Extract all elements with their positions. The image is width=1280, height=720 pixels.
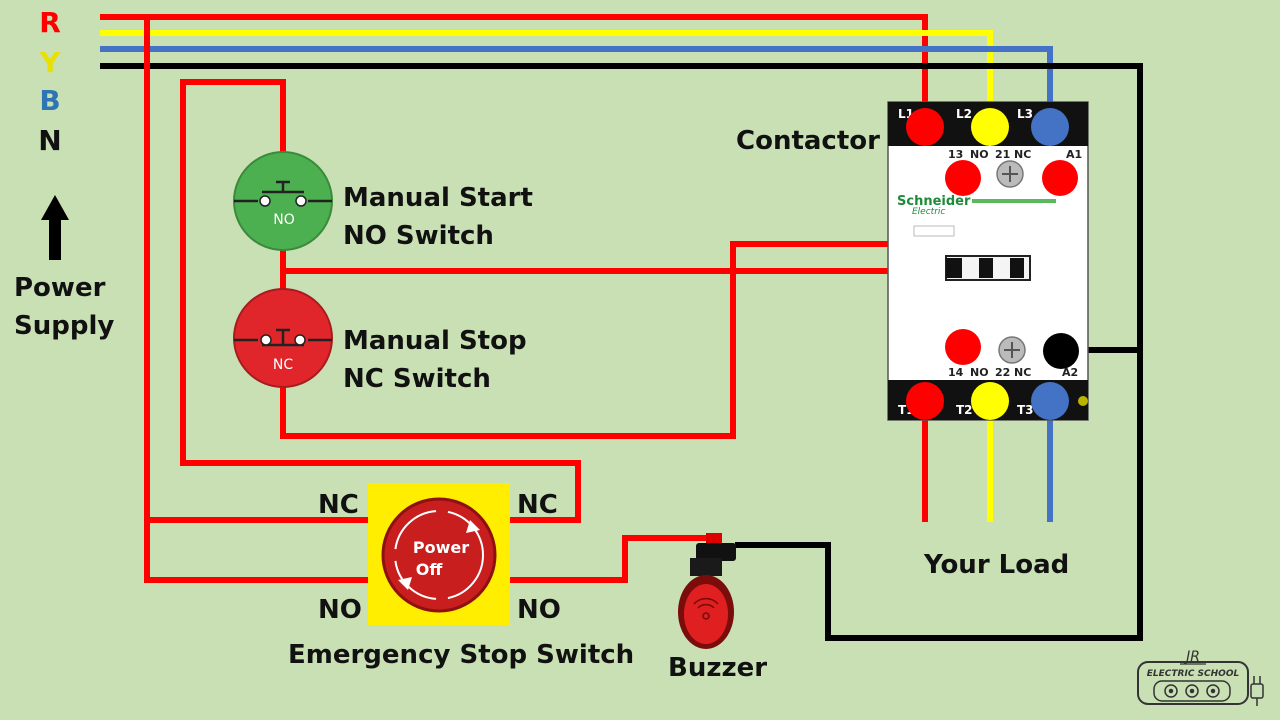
plug-icon bbox=[1250, 676, 1264, 706]
wire-r-supply bbox=[100, 14, 928, 120]
terminal-13 bbox=[945, 160, 981, 196]
terminal-14 bbox=[945, 329, 981, 365]
stop-label-line2: NC Switch bbox=[343, 364, 491, 394]
supply-labels: R Y B N Power Supply bbox=[14, 6, 114, 341]
contact-dot-icon bbox=[294, 334, 306, 346]
contactor: Contactor L1 L2 L3 13 NO 21 NC A1 Schnei… bbox=[736, 101, 1089, 421]
contact-dot-icon bbox=[259, 195, 271, 207]
screw-icon bbox=[996, 160, 1024, 188]
estop-nc-right: NC bbox=[517, 490, 558, 520]
supply-r-label: R bbox=[39, 6, 61, 39]
rotate-arrow-icon bbox=[394, 510, 484, 600]
start-label-line1: Manual Start bbox=[343, 183, 533, 213]
estop-button-line2: Off bbox=[416, 560, 444, 579]
contactor-label-plate bbox=[913, 225, 955, 237]
aux-bottom-14: 14 bbox=[948, 366, 964, 379]
power-supply-line1: Power bbox=[14, 273, 106, 303]
contact-dot-icon bbox=[260, 334, 272, 346]
stop-badge: NC bbox=[273, 357, 293, 373]
aux-top-a1: A1 bbox=[1066, 148, 1082, 161]
buzzer-label: Buzzer bbox=[668, 653, 767, 683]
terminal-l2 bbox=[971, 108, 1009, 146]
power-supply-line2: Supply bbox=[14, 311, 114, 341]
supply-b-label: B bbox=[39, 84, 60, 117]
contactor-t2: T2 bbox=[956, 403, 973, 417]
wire-b-supply bbox=[100, 46, 1053, 120]
aux-bottom-nc: NC bbox=[1014, 366, 1031, 379]
estop-label: Emergency Stop Switch bbox=[288, 640, 634, 670]
supply-y-label: Y bbox=[39, 46, 61, 79]
buzzer-lens bbox=[684, 584, 728, 644]
emergency-stop-switch: Power Off NC NC NO NO Emergency Stop Swi… bbox=[288, 483, 634, 670]
wire-n-supply bbox=[100, 63, 1143, 641]
aux-top-21: 21 bbox=[995, 148, 1010, 161]
estop-no-right: NO bbox=[517, 595, 561, 625]
brand-sub: Electric bbox=[912, 207, 945, 217]
stop-label-line1: Manual Stop bbox=[343, 326, 527, 356]
screw-icon bbox=[998, 336, 1026, 364]
aux-bottom-no: NO bbox=[970, 366, 989, 379]
estop-no-left: NO bbox=[318, 595, 362, 625]
estop-button-line1: Power bbox=[413, 538, 469, 557]
start-label-line2: NO Switch bbox=[343, 221, 494, 251]
wire-y-supply bbox=[100, 30, 993, 120]
wire-estop-nc-to-start bbox=[180, 79, 581, 523]
manual-stop-switch: NC Manual Stop NC Switch bbox=[233, 288, 527, 394]
contact-dot-icon bbox=[295, 195, 307, 207]
buzzer-cap bbox=[696, 543, 736, 561]
wire-estop-no-to-buzzer bbox=[510, 535, 712, 583]
terminal-a1 bbox=[1042, 160, 1078, 196]
estop-nc-left: NC bbox=[318, 490, 359, 520]
push-button-symbol-icon bbox=[234, 180, 332, 203]
sound-wave-icon bbox=[693, 597, 719, 620]
terminal-l3 bbox=[1031, 108, 1069, 146]
contactor-title: Contactor bbox=[736, 126, 880, 156]
contactor-indicator-window bbox=[945, 255, 1031, 281]
contactor-t3: T3 bbox=[1017, 403, 1034, 417]
terminal-ground bbox=[1078, 396, 1088, 406]
manual-start-switch: NO Manual Start NO Switch bbox=[233, 151, 533, 251]
arrow-up-icon bbox=[41, 195, 69, 260]
supply-n-label: N bbox=[38, 124, 61, 157]
start-badge: NO bbox=[273, 212, 295, 228]
brand-name: Schneider bbox=[897, 194, 971, 209]
aux-bottom-22: 22 bbox=[995, 366, 1010, 379]
aux-top-13: 13 bbox=[948, 148, 963, 161]
push-button-symbol-icon bbox=[234, 328, 332, 347]
wire-r-to-estop-no bbox=[144, 520, 368, 583]
socket-icon bbox=[1153, 680, 1231, 702]
terminal-a2 bbox=[1043, 333, 1079, 369]
aux-bottom-a2: A2 bbox=[1062, 366, 1078, 379]
brand-stripe bbox=[972, 199, 1056, 203]
terminal-t1 bbox=[906, 382, 944, 420]
aux-top-nc: NC bbox=[1014, 148, 1031, 161]
terminal-l1 bbox=[906, 108, 944, 146]
buzzer: Buzzer bbox=[668, 533, 767, 683]
arrow-head-icon bbox=[398, 577, 412, 590]
load-label: Your Load bbox=[923, 550, 1069, 580]
estop-button bbox=[381, 497, 497, 613]
buzzer-terminal bbox=[706, 533, 722, 543]
buzzer-neck bbox=[690, 558, 722, 576]
contactor-l2: L2 bbox=[956, 107, 972, 121]
aux-top-no: NO bbox=[970, 148, 989, 161]
electric-school-logo: JR ELECTRIC SCHOOL bbox=[1137, 649, 1264, 706]
terminal-t2 bbox=[971, 382, 1009, 420]
arrow-head-icon bbox=[466, 520, 480, 533]
logo-frame bbox=[1137, 661, 1249, 705]
contactor-l3: L3 bbox=[1017, 107, 1033, 121]
terminal-t3 bbox=[1031, 382, 1069, 420]
logo-text: ELECTRIC SCHOOL bbox=[1147, 669, 1240, 679]
